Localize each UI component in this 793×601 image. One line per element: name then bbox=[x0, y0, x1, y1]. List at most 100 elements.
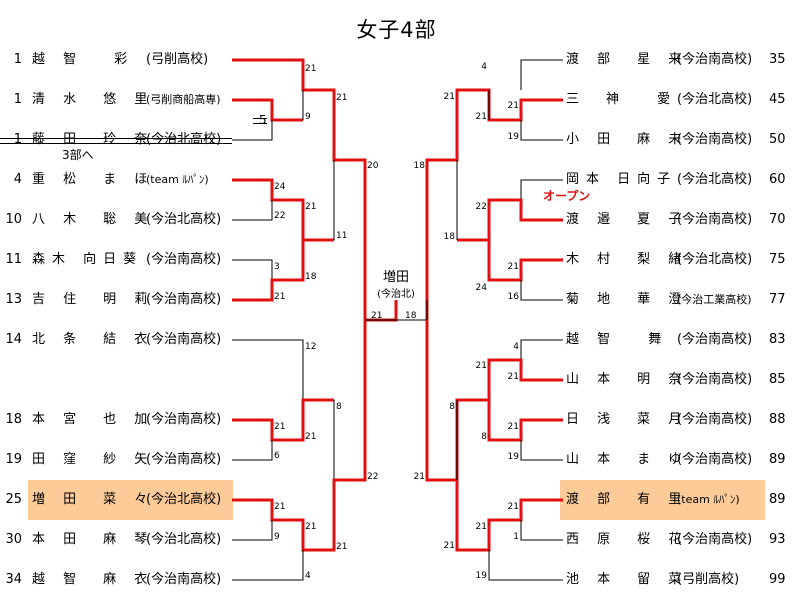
score-label: 21 bbox=[508, 101, 519, 111]
player-seed: 45 bbox=[769, 92, 786, 107]
final-score-left: 21 bbox=[371, 311, 382, 321]
bracket-line-winner bbox=[487, 400, 563, 442]
bracket-line-loser bbox=[520, 179, 563, 200]
score-label: 19 bbox=[508, 452, 520, 462]
bracket-line-loser bbox=[520, 520, 563, 541]
score-label: 8 bbox=[449, 402, 455, 412]
score-label: 1 bbox=[513, 532, 519, 542]
bye-strike-upper bbox=[253, 118, 267, 119]
score-label: 21 bbox=[476, 522, 487, 532]
player-school: (今治北高校) bbox=[146, 532, 222, 547]
player-name: 重 松 ま ほ bbox=[32, 172, 155, 187]
player-seed: 83 bbox=[769, 332, 786, 347]
player-school: (今治南高校) bbox=[677, 372, 753, 387]
score-label: 21 bbox=[274, 502, 285, 512]
player-school: (今治南高校) bbox=[677, 212, 753, 227]
moved-note: 3部へ bbox=[62, 148, 94, 162]
player-seed: 1 bbox=[13, 92, 22, 107]
player-name: 八 木 聡 美 bbox=[32, 212, 155, 227]
bracket-line-winner bbox=[232, 98, 303, 122]
player-school: (team ﾙﾊﾟﾝ) bbox=[677, 493, 740, 506]
champion-name: 増田 bbox=[382, 270, 409, 285]
score-label: 21 bbox=[508, 262, 519, 272]
right-player-row: 渡 部 有 里(team ﾙﾊﾟﾝ)89 bbox=[563, 490, 793, 510]
score-label: 21 bbox=[444, 92, 455, 102]
bracket-line-winner bbox=[232, 398, 334, 442]
right-player-row: 小 田 麻 未(今治南高校)50 bbox=[563, 130, 793, 150]
bracket-line-winner bbox=[487, 240, 563, 282]
score-label: 9 bbox=[305, 112, 311, 122]
player-name: 木 村 梨 緒 bbox=[566, 252, 689, 267]
right-player-row: 山 本 明 奈(今治南高校) 85 bbox=[563, 370, 793, 390]
score-label: 21 bbox=[336, 542, 347, 552]
score-label: 12 bbox=[305, 342, 316, 352]
champion-box: 増田 (今治北) bbox=[365, 266, 427, 300]
player-seed: 99 bbox=[769, 572, 786, 587]
bracket-line-winner bbox=[425, 320, 563, 552]
bye-score: 5 bbox=[259, 113, 267, 127]
player-school: (今治北高校) bbox=[677, 252, 753, 267]
bracket-line-loser bbox=[488, 550, 563, 581]
score-label: 4 bbox=[305, 571, 311, 581]
player-school: (今治南高校) bbox=[677, 52, 753, 67]
bracket-line-loser bbox=[520, 440, 563, 461]
strike-line-upper bbox=[0, 138, 232, 139]
bracket-line-loser bbox=[232, 440, 273, 461]
player-seed: 25 bbox=[5, 492, 22, 507]
open-label: オープン bbox=[543, 189, 591, 203]
score-label: 8 bbox=[481, 432, 487, 442]
player-name: 森木 向日葵 bbox=[32, 252, 144, 267]
player-name: 本 宮 也 加 bbox=[32, 412, 155, 427]
score-label: 21 bbox=[508, 372, 519, 382]
player-seed: 85 bbox=[769, 372, 786, 387]
player-name: 岡本 日向子 bbox=[566, 172, 678, 187]
right-player-row: 越 智 舞(今治南高校)83 bbox=[563, 330, 793, 350]
player-seed: 13 bbox=[5, 292, 22, 307]
player-name: 日 浅 菜 月 bbox=[566, 412, 689, 427]
player-seed: 34 bbox=[5, 572, 22, 587]
right-player-row: 岡本 日向子(今治北高校)60 bbox=[563, 170, 793, 190]
bracket-line-winner bbox=[425, 88, 563, 320]
player-school: (今治北高校) bbox=[677, 172, 753, 187]
player-seed: 89 bbox=[769, 492, 786, 507]
bracket-line-winner bbox=[232, 178, 334, 242]
right-player-row: 菊 地 華 澄(今治工業高校)77 bbox=[563, 290, 793, 310]
right-player-row: 三 神 愛(今治北高校)45 bbox=[563, 90, 793, 110]
bracket-line-loser bbox=[232, 339, 304, 400]
player-school: (今治南高校) bbox=[146, 412, 222, 427]
bracket-line-winner bbox=[232, 300, 398, 552]
player-seed: 89 bbox=[769, 452, 786, 467]
player-school: (今治南高校) bbox=[677, 412, 753, 427]
player-school: (今治南高校) bbox=[677, 532, 753, 547]
player-seed: 4 bbox=[13, 172, 22, 187]
player-name: 田 窪 紗 矢 bbox=[32, 452, 155, 467]
bracket-line-loser bbox=[520, 59, 563, 90]
player-school: (今治南高校) bbox=[677, 452, 753, 467]
score-label: 21 bbox=[305, 522, 316, 532]
player-seed: 93 bbox=[769, 532, 786, 547]
bye-strike-lower bbox=[253, 123, 267, 124]
bracket-line-loser bbox=[232, 200, 273, 221]
player-name: 吉 住 明 莉 bbox=[32, 292, 155, 307]
score-label: 20 bbox=[367, 161, 379, 171]
bracket-line-winner bbox=[232, 240, 305, 302]
score-label: 19 bbox=[508, 132, 520, 142]
bracket-line-loser bbox=[232, 520, 273, 541]
bracket-line-winner bbox=[232, 58, 367, 320]
player-school: (今治北高校) bbox=[146, 212, 222, 227]
player-name: 菊 地 華 澄 bbox=[566, 292, 689, 307]
bracket-line-loser bbox=[232, 120, 273, 141]
player-name: 小 田 麻 未 bbox=[566, 132, 689, 147]
player-name: 山 本 明 奈 bbox=[566, 372, 689, 387]
bracket-line-loser bbox=[232, 550, 304, 581]
score-label: 22 bbox=[274, 211, 285, 221]
right-player-row: 渡 部 星 来(今治南高校)35 bbox=[563, 50, 793, 70]
